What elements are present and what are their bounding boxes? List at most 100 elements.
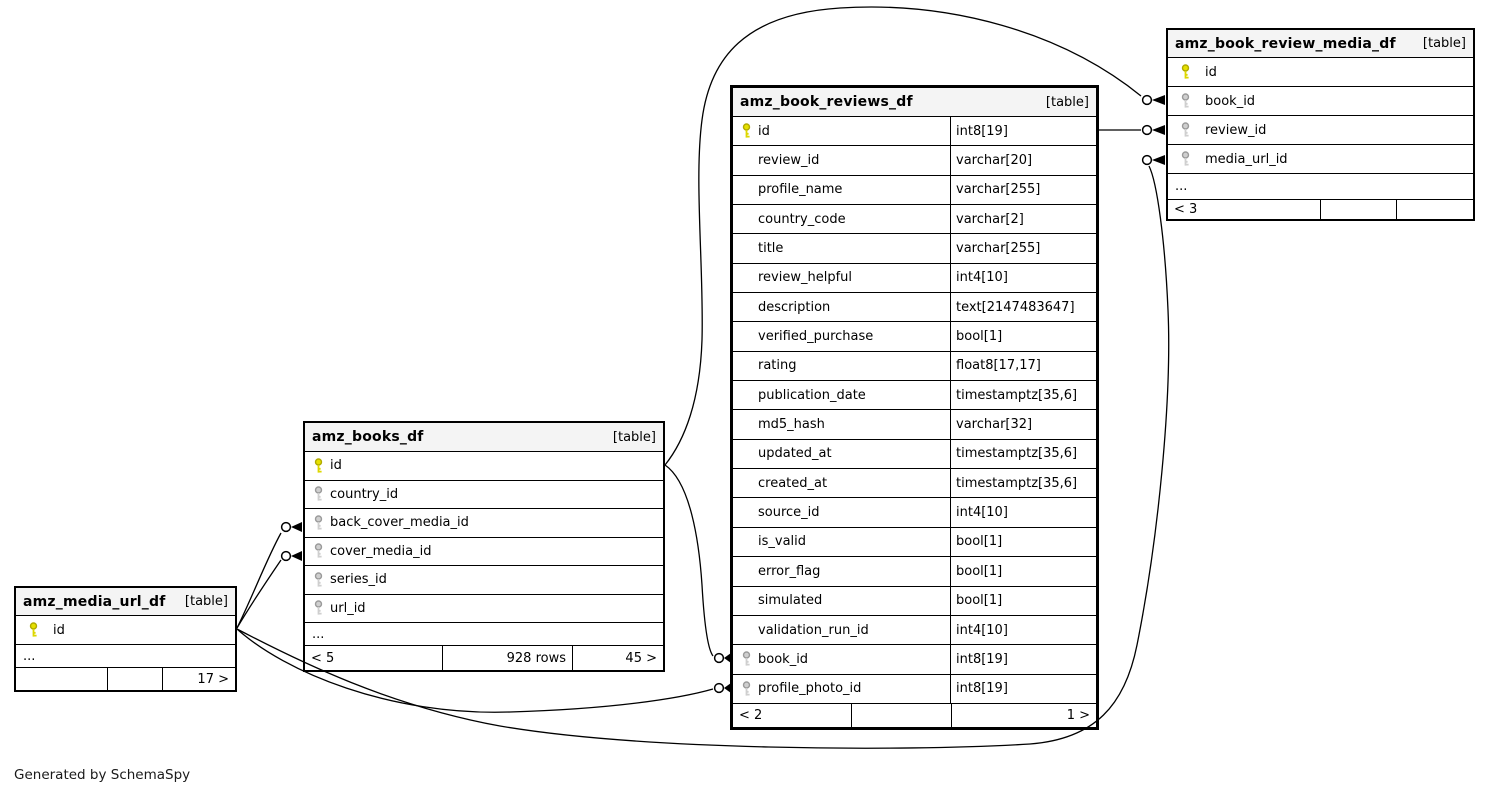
- table-row: verified_purchase bool[1]: [733, 322, 1096, 352]
- column-type: bool[1]: [950, 322, 1096, 351]
- table-row: source_id int4[10]: [733, 498, 1096, 528]
- column-type: int4[10]: [950, 263, 1096, 293]
- column-name: verified_purchase: [758, 329, 874, 345]
- column-type: int8[19]: [950, 674, 1096, 703]
- column-name: id: [1205, 64, 1217, 80]
- table-footer: < 3: [1168, 200, 1473, 219]
- column-type: timestamptz[35,6]: [950, 439, 1096, 469]
- column-name: is_valid: [758, 534, 807, 550]
- key-slot: [741, 534, 752, 550]
- column-type: timestamptz[35,6]: [950, 469, 1096, 498]
- relationship-arrow-icon: [1152, 95, 1165, 105]
- key-slot: [741, 153, 752, 169]
- column-name: rating: [758, 358, 797, 374]
- relationship-zero-circle-icon: [713, 652, 725, 664]
- table-amz_book_reviews_df: amz_book_reviews_df [table] id int8[19] …: [730, 85, 1099, 730]
- table-row: id int8[19]: [733, 117, 1096, 147]
- table-type-tag: [table]: [1045, 94, 1089, 110]
- key-slot: [741, 182, 752, 198]
- table-footer: 17 >: [16, 668, 235, 690]
- foreign-key-icon: [1180, 122, 1191, 138]
- footer-children-count: [16, 668, 107, 690]
- table-row: simulated bool[1]: [733, 586, 1096, 616]
- table-footer: < 5 928 rows 45 >: [305, 646, 663, 670]
- table-row: cover_media_id: [305, 537, 663, 566]
- relationship-arrow-icon: [1152, 125, 1165, 135]
- column-name: updated_at: [758, 446, 832, 462]
- column-type: text[2147483647]: [950, 293, 1096, 322]
- footer-mid-cell: [851, 703, 951, 727]
- footer-rows-count: 928 rows: [442, 646, 572, 670]
- table-name-link[interactable]: amz_book_reviews_df: [740, 94, 913, 110]
- relationship-arrow-icon: [291, 551, 302, 561]
- ellipsis-row: ...: [16, 645, 235, 668]
- column-type: int8[19]: [950, 645, 1096, 674]
- table-row: book_id: [1168, 87, 1473, 116]
- footer-mid-cell: [1320, 200, 1396, 219]
- column-type: varchar[255]: [950, 175, 1096, 205]
- column-name: book_id: [758, 651, 809, 667]
- table-row: rating float8[17,17]: [733, 351, 1096, 382]
- table-footer: < 2 1 >: [733, 703, 1096, 727]
- column-name: validation_run_id: [758, 622, 869, 638]
- column-type: bool[1]: [950, 586, 1096, 615]
- table-name-link[interactable]: amz_books_df: [312, 429, 424, 445]
- footer-parents-count: 45 >: [572, 646, 663, 670]
- ellipsis-row: ...: [305, 623, 663, 646]
- relationship-line: [664, 464, 714, 657]
- table-row: url_id: [305, 594, 663, 623]
- relationship-zero-circle-icon: [1141, 154, 1153, 166]
- foreign-key-icon: [313, 515, 324, 531]
- table-row: description text[2147483647]: [733, 293, 1096, 323]
- table-row: publication_date timestamptz[35,6]: [733, 381, 1096, 411]
- column-name: simulated: [758, 593, 823, 609]
- foreign-key-icon: [1180, 93, 1191, 109]
- table-name-link[interactable]: amz_book_review_media_df: [1175, 35, 1396, 52]
- column-name: cover_media_id: [330, 543, 432, 559]
- column-name: review_id: [1205, 122, 1267, 138]
- table-row: updated_at timestamptz[35,6]: [733, 439, 1096, 470]
- footer-parents-count: 1 >: [951, 703, 1096, 727]
- column-name: id: [53, 622, 65, 638]
- column-type: int8[19]: [950, 117, 1096, 146]
- column-type: float8[17,17]: [950, 351, 1096, 381]
- table-header: amz_media_url_df [table]: [16, 588, 235, 616]
- primary-key-icon: [1180, 64, 1191, 80]
- column-name: series_id: [330, 572, 387, 588]
- table-row: id: [16, 616, 235, 645]
- column-name: md5_hash: [758, 417, 825, 433]
- column-name: review_id: [758, 153, 820, 169]
- ellipsis-row: ...: [1168, 174, 1473, 200]
- footer-children-count: < 3: [1174, 202, 1198, 217]
- foreign-key-icon: [313, 543, 324, 559]
- column-name: created_at: [758, 475, 828, 491]
- table-row: country_id: [305, 480, 663, 509]
- key-slot: [741, 563, 752, 579]
- column-name: review_helpful: [758, 270, 853, 286]
- table-row: is_valid bool[1]: [733, 527, 1096, 558]
- footer-children-count: < 2: [739, 707, 763, 723]
- footer-mid-cell: [107, 668, 162, 690]
- table-row: profile_photo_id int8[19]: [733, 674, 1096, 704]
- table-row: profile_name varchar[255]: [733, 175, 1096, 206]
- column-type: bool[1]: [950, 557, 1096, 586]
- table-name-link[interactable]: amz_media_url_df: [23, 593, 166, 610]
- foreign-key-icon: [1180, 151, 1191, 167]
- foreign-key-icon: [741, 651, 752, 667]
- table-header: amz_books_df [table]: [305, 423, 663, 452]
- column-name: book_id: [1205, 93, 1256, 109]
- table-header: amz_book_reviews_df [table]: [733, 88, 1096, 117]
- table-row: title varchar[255]: [733, 234, 1096, 264]
- key-slot: [741, 387, 752, 403]
- column-name: id: [330, 458, 342, 474]
- table-header: amz_book_review_media_df [table]: [1168, 30, 1473, 58]
- key-slot: [741, 622, 752, 638]
- key-slot: [741, 593, 752, 609]
- table-row: media_url_id: [1168, 145, 1473, 174]
- column-name: description: [758, 299, 831, 315]
- table-columns: id book_id review_id media_url_id: [1168, 58, 1473, 174]
- key-slot: [741, 417, 752, 433]
- key-slot: [741, 358, 752, 374]
- key-slot: [741, 299, 752, 315]
